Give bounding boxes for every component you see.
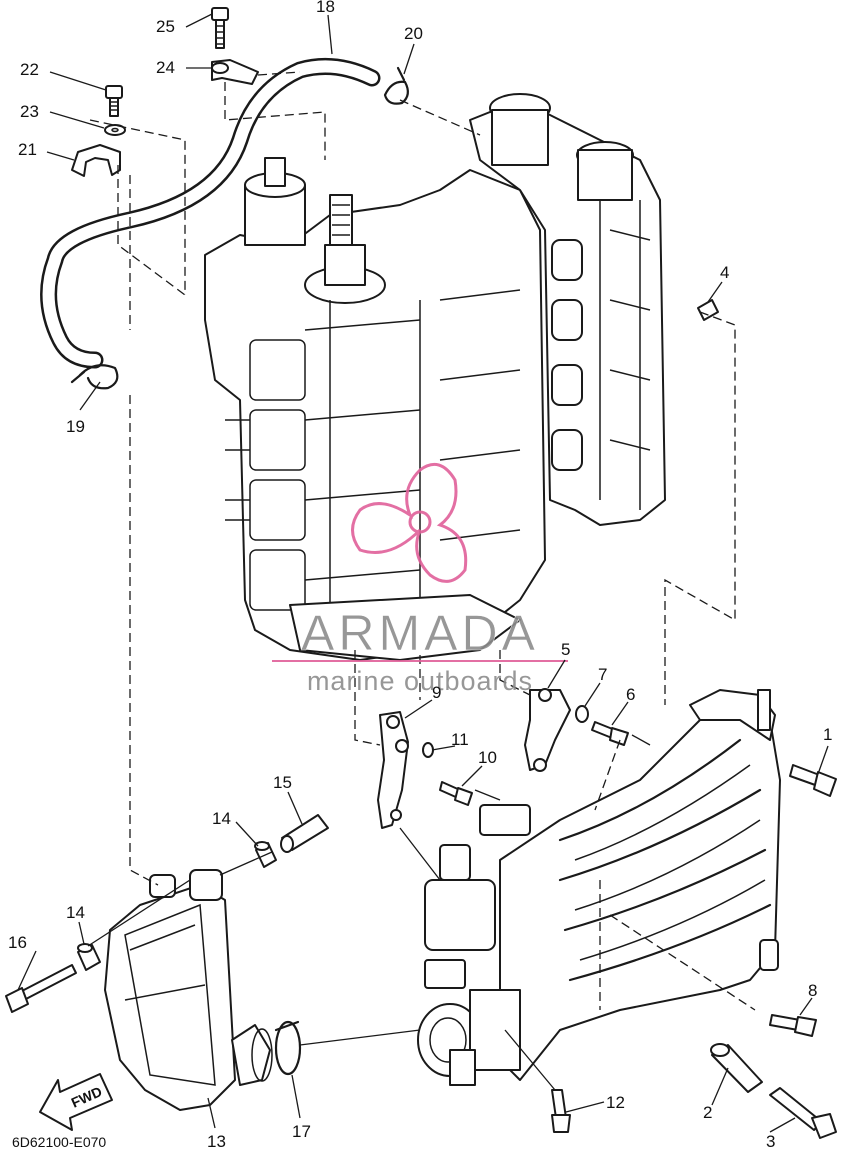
callout-leaders xyxy=(17,13,829,1133)
callout-10: 10 xyxy=(478,748,497,767)
callout-25: 25 xyxy=(156,17,175,36)
cylinder-block xyxy=(204,93,666,661)
bolt-8 xyxy=(769,1014,817,1037)
callout-4: 4 xyxy=(720,263,729,282)
sleeve-15 xyxy=(280,814,329,853)
callout-13: 13 xyxy=(207,1132,226,1151)
callout-5: 5 xyxy=(561,640,570,659)
callout-3: 3 xyxy=(766,1132,775,1151)
callout-20: 20 xyxy=(404,24,423,43)
callout-7: 7 xyxy=(598,665,607,684)
bolt-12 xyxy=(551,1089,571,1133)
hose-18 xyxy=(40,57,381,369)
watermark: ARMADA marine outboards xyxy=(272,462,568,696)
stay-5 xyxy=(524,688,571,772)
hose-clamp-17 xyxy=(274,1020,302,1076)
bolt-1 xyxy=(789,764,837,797)
callout-9: 9 xyxy=(432,683,441,702)
callout-2: 2 xyxy=(703,1103,712,1122)
assembly-lines xyxy=(89,71,756,1011)
intake-manifold xyxy=(499,689,781,1081)
bolt-10 xyxy=(439,781,473,806)
dowel-pin-4 xyxy=(697,299,719,321)
stay-9 xyxy=(377,711,409,829)
sleeve-2 xyxy=(710,1043,763,1093)
fwd-direction-arrow: FWD xyxy=(39,1073,113,1131)
collar-14-lower xyxy=(77,943,101,971)
callout-17: 17 xyxy=(292,1122,311,1141)
throttle-body xyxy=(417,804,531,1086)
stay-24 xyxy=(211,59,259,85)
callout-15: 15 xyxy=(273,773,292,792)
washer-7 xyxy=(575,705,589,723)
callout-11: 11 xyxy=(451,730,469,749)
bolt-25 xyxy=(211,7,229,49)
watermark-logo-icon xyxy=(351,462,468,583)
callout-6: 6 xyxy=(626,685,635,704)
callout-16: 16 xyxy=(8,933,27,952)
bolt-16 xyxy=(5,964,77,1013)
callout-14b: 14 xyxy=(66,903,85,922)
callout-labels: 1 2 3 4 5 6 7 8 9 10 11 12 13 14 14 15 1… xyxy=(8,0,832,1151)
callout-18: 18 xyxy=(316,0,335,16)
callout-14a: 14 xyxy=(212,809,231,828)
hose-bracket-21 xyxy=(71,144,121,177)
connector-lines xyxy=(87,734,651,1091)
hose-clamp-19 xyxy=(70,364,119,390)
washer-11 xyxy=(422,742,434,758)
bolt-3 xyxy=(769,1087,837,1139)
callout-22: 22 xyxy=(20,60,39,79)
callout-12: 12 xyxy=(606,1093,625,1112)
bolt-6 xyxy=(591,721,629,746)
callout-8: 8 xyxy=(808,981,817,1000)
watermark-brand: ARMADA xyxy=(301,605,539,661)
callout-21: 21 xyxy=(18,140,37,159)
washer-23 xyxy=(104,124,126,136)
bolt-22 xyxy=(105,85,123,117)
diagram-code: 6D62100-E070 xyxy=(12,1134,106,1150)
intake-silencer xyxy=(104,869,273,1111)
watermark-tagline: marine outboards xyxy=(307,666,533,696)
hose-clamp-20 xyxy=(383,66,409,105)
callout-23: 23 xyxy=(20,102,39,121)
callout-1: 1 xyxy=(823,725,832,744)
callout-24: 24 xyxy=(156,58,175,77)
callout-19: 19 xyxy=(66,417,85,436)
